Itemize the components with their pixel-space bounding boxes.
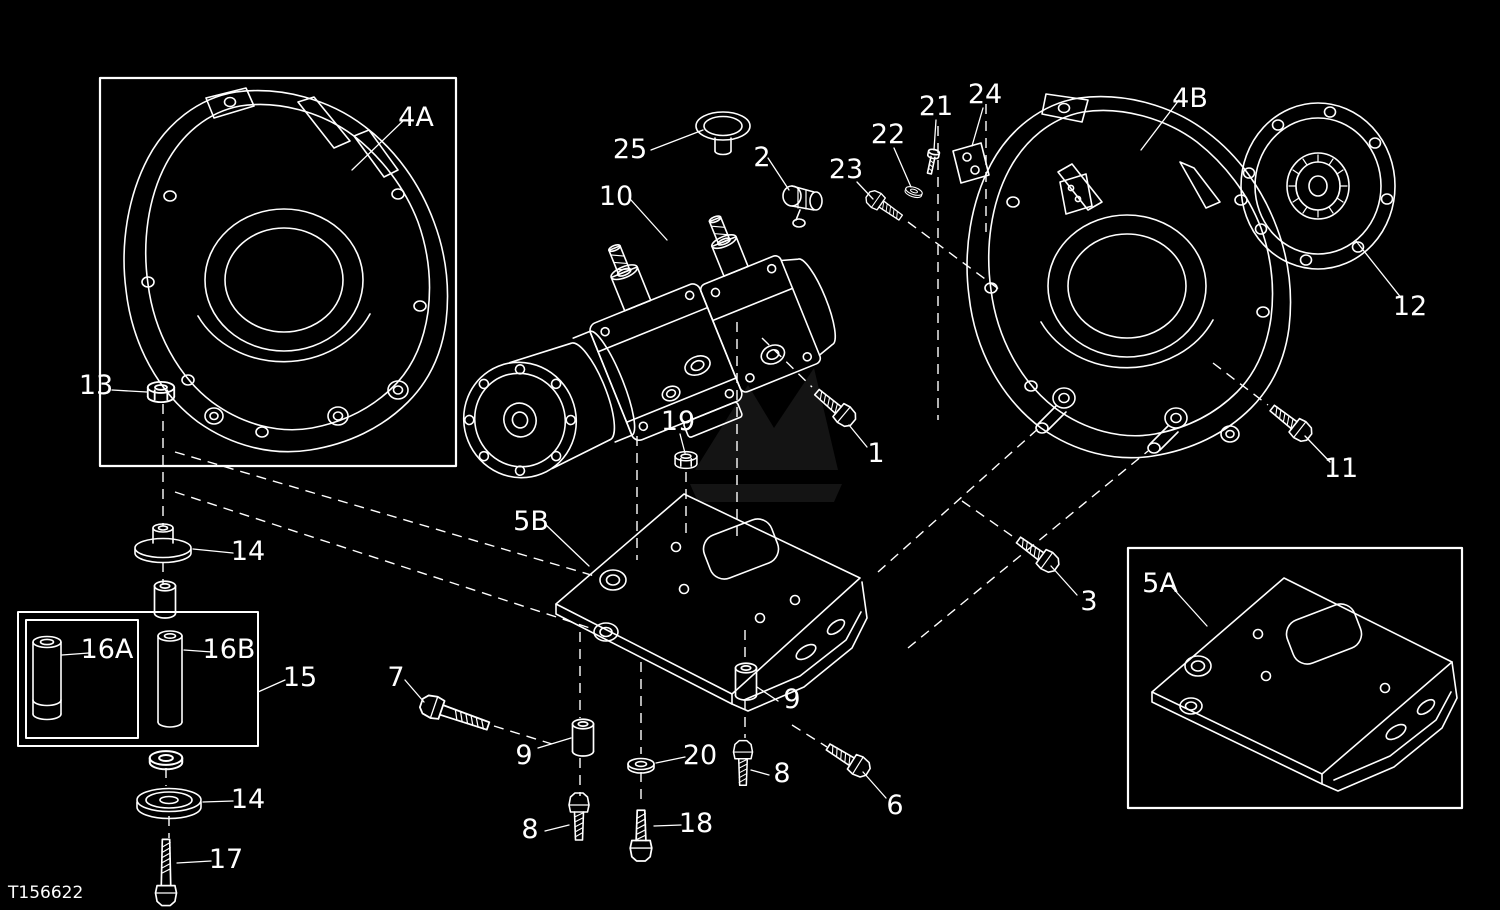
hydraulic-pump-assembly: [462, 215, 837, 479]
callout-10: 10: [599, 181, 633, 212]
mount-plate-5b: [555, 493, 868, 712]
inset-box-4a: [98, 76, 458, 468]
spacer-9-left: [571, 718, 595, 757]
inset-box-5a: [1126, 546, 1464, 810]
shim-plate-24: [952, 142, 990, 184]
cap-25: [695, 111, 751, 156]
callout-leaders: [61, 99, 1403, 864]
callout-16b: 16B: [203, 634, 256, 665]
callout-24: 24: [968, 79, 1002, 110]
flywheel-housing-4a: [123, 87, 449, 453]
flywheel-housing-4b: [966, 93, 1292, 459]
callout-17: 17: [209, 844, 243, 875]
bolt-8-right: [732, 739, 754, 787]
callout-5a: 5A: [1142, 568, 1178, 599]
callout-22: 22: [871, 119, 905, 150]
callout-4a: 4A: [398, 102, 434, 133]
isolator-stack: [17, 380, 259, 907]
option-box-16a: [25, 619, 139, 739]
callout-8-right: 8: [773, 758, 790, 789]
callout-11: 11: [1324, 453, 1358, 484]
callout-14-lower: 14: [231, 784, 265, 815]
callout-4b: 4B: [1172, 83, 1208, 114]
callout-5b: 5B: [513, 506, 549, 537]
callout-9-left: 9: [515, 740, 532, 771]
callout-23: 23: [829, 154, 863, 185]
callout-16a: 16A: [81, 634, 134, 665]
watermark-logo: [690, 368, 842, 502]
callout-25: 25: [613, 134, 647, 165]
callout-21: 21: [919, 91, 953, 122]
callout-13: 13: [79, 370, 113, 401]
coupling-disc-12: [1240, 102, 1396, 270]
alignment-dash-lines: [162, 104, 1269, 838]
bolt-3: [1011, 531, 1064, 577]
bolt-23: [862, 187, 907, 226]
spacer-16b: [157, 630, 183, 728]
figure-code: T156622: [7, 883, 83, 903]
callout-15: 15: [283, 662, 317, 693]
callout-2: 2: [753, 142, 770, 173]
callout-8-left: 8: [521, 814, 538, 845]
nut-13: [146, 380, 176, 404]
callout-14-upper: 14: [231, 536, 265, 567]
bolt-7: [416, 691, 493, 738]
washer-14-flat: [148, 750, 184, 771]
spacer-16a: [32, 635, 62, 721]
bolt-6: [822, 737, 875, 782]
isolator-washer-14-upper: [134, 523, 192, 564]
isolator-cup-14-lower: [136, 787, 202, 820]
mount-plate-5a: [1151, 577, 1458, 792]
bolt-8-left: [568, 792, 590, 841]
callout-12: 12: [1393, 291, 1427, 322]
callout-19: 19: [661, 406, 695, 437]
callout-6: 6: [886, 790, 903, 821]
callout-labels: 1 2 3 4A 4B 5A 5B 6 7 8 8 9 9 10 11 12 1…: [79, 79, 1427, 875]
callout-1: 1: [867, 438, 884, 469]
bolt-18: [629, 809, 653, 862]
washer-20: [627, 757, 655, 774]
washer-22: [903, 184, 924, 200]
callout-9-right: 9: [783, 684, 800, 715]
callout-18: 18: [679, 808, 713, 839]
bolt-17: [154, 838, 178, 907]
callout-3: 3: [1080, 586, 1097, 617]
nut-19: [674, 450, 698, 470]
bolt-11: [1265, 399, 1317, 446]
screw-21: [926, 148, 941, 175]
fitting-2: [782, 185, 823, 228]
callout-20: 20: [683, 740, 717, 771]
option-box-15: [17, 611, 259, 747]
callout-7: 7: [387, 662, 404, 693]
